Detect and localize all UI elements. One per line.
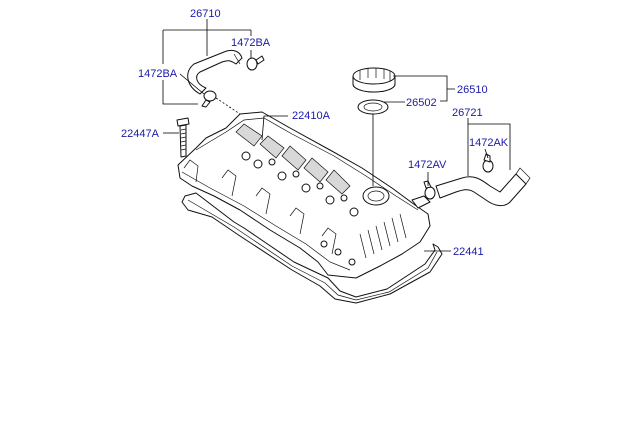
oil-filler-cap bbox=[352, 67, 396, 93]
breather-hose-26710 bbox=[187, 49, 243, 95]
label-1472ba-left: 1472BA bbox=[138, 68, 178, 80]
breather-hose-26721 bbox=[435, 167, 531, 207]
hose-clamp-1472ak bbox=[482, 153, 494, 173]
hose-clamp-1472av bbox=[423, 180, 436, 200]
cover-bolt bbox=[176, 117, 190, 158]
label-1472ak: 1472AK bbox=[469, 137, 509, 149]
label-22447a: 22447A bbox=[121, 128, 160, 140]
valve-cover bbox=[177, 111, 431, 279]
label-22410a: 22410A bbox=[292, 110, 331, 122]
filler-cap-gasket bbox=[357, 99, 389, 115]
label-26502: 26502 bbox=[406, 97, 437, 109]
label-22441: 22441 bbox=[453, 246, 484, 258]
valve-cover-gasket bbox=[181, 192, 443, 304]
hose-clamp-1472ba-left bbox=[201, 90, 217, 108]
label-26721: 26721 bbox=[452, 107, 483, 119]
hose-clamp-1472ba-top bbox=[246, 55, 265, 71]
leader-lines bbox=[162, 19, 511, 252]
label-26710: 26710 bbox=[190, 8, 221, 20]
label-1472ba-top: 1472BA bbox=[231, 37, 271, 49]
label-1472av: 1472AV bbox=[408, 159, 447, 171]
label-26510: 26510 bbox=[457, 84, 488, 96]
